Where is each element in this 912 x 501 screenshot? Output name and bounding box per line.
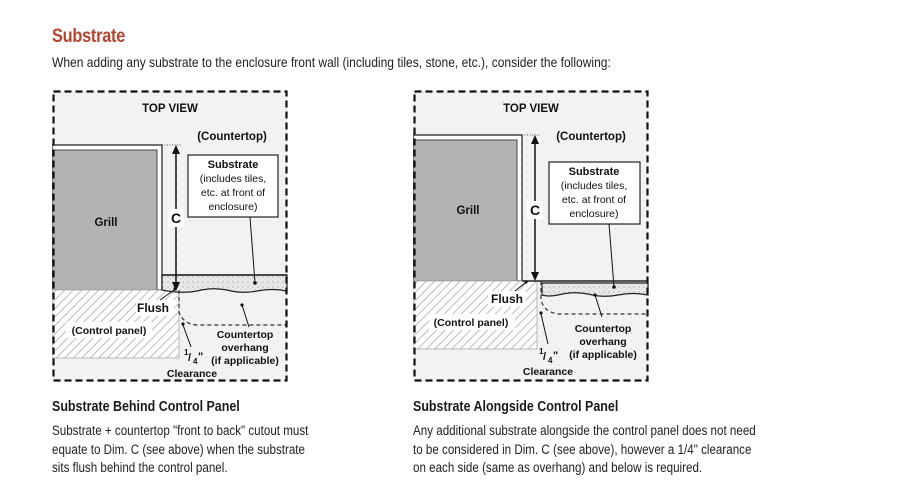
- countertop-label: (Countertop): [556, 131, 626, 143]
- clearance-fraction-numerator: 1: [184, 348, 189, 357]
- grill-label: Grill: [456, 205, 479, 217]
- substrate-callout-line: enclosure): [208, 201, 257, 213]
- dimension-c-label: C: [530, 202, 540, 218]
- clearance-inch-mark: ": [553, 350, 558, 362]
- diagram-substrate-alongside: C TOP VIEW (Countertop) Grill Substrate …: [413, 90, 651, 384]
- overhang-label-line: (if applicable): [211, 355, 279, 367]
- substrate-callout-line: enclosure): [569, 208, 618, 220]
- grill-label: Grill: [94, 217, 117, 229]
- control-panel-label: (Control panel): [72, 325, 147, 337]
- grill-body: [413, 139, 518, 282]
- clearance-fraction-denominator: 4: [548, 356, 553, 365]
- overhang-label-line: Countertop: [217, 329, 274, 341]
- overhang-label-line: Countertop: [575, 323, 632, 335]
- substrate-strip: [541, 282, 649, 297]
- diagram-border: [52, 90, 288, 382]
- caption-line: Any additional substrate alongside the c…: [413, 423, 756, 438]
- caption-body-alongside: Any additional substrate alongside the c…: [413, 422, 756, 478]
- svg-text:/: /: [188, 352, 191, 364]
- substrate-callout-box: [187, 154, 279, 218]
- caption-line: on each side (same as overhang) and belo…: [413, 460, 703, 475]
- overhang-label-line: overhang: [221, 342, 268, 354]
- caption-title-behind: Substrate Behind Control Panel: [52, 399, 240, 415]
- clearance-label: Clearance: [523, 366, 573, 378]
- substrate-callout-line: (includes tiles,: [200, 173, 267, 185]
- clearance-fraction-denominator: 4: [193, 357, 198, 366]
- substrate-callout-title: Substrate: [569, 166, 620, 178]
- diagram-substrate-behind: C TOP VIEW (Countertop) Grill Substrate …: [52, 90, 290, 384]
- control-panel-label: (Control panel): [434, 317, 509, 329]
- overhang-label-line: overhang: [579, 336, 626, 348]
- dimension-c-label: C: [171, 210, 181, 226]
- top-view-label: TOP VIEW: [142, 103, 198, 115]
- section-title: Substrate: [52, 26, 126, 47]
- substrate-callout-title: Substrate: [208, 159, 259, 171]
- flush-label: Flush: [137, 301, 169, 315]
- grill-body: [52, 149, 158, 291]
- substrate-strip: [161, 274, 288, 293]
- caption-title-alongside: Substrate Alongside Control Panel: [413, 399, 619, 415]
- countertop-label: (Countertop): [197, 131, 267, 143]
- substrate-callout-line: etc. at front of: [562, 194, 626, 206]
- clearance-inch-mark: ": [198, 351, 203, 363]
- section-intro: When adding any substrate to the enclosu…: [52, 54, 611, 70]
- substrate-callout-line: etc. at front of: [201, 187, 265, 199]
- caption-line: to be considered in Dim. C (see above), …: [413, 441, 752, 457]
- clearance-label: Clearance: [167, 368, 217, 380]
- svg-text:/: /: [543, 351, 546, 363]
- diagram-border: [413, 90, 649, 382]
- overhang-label-line: (if applicable): [569, 349, 637, 361]
- substrate-callout-line: (includes tiles,: [561, 180, 628, 192]
- overhang-outline: [540, 281, 648, 315]
- caption-line: equate to Dim. C (see above) when the su…: [52, 441, 305, 457]
- caption-body-behind: Substrate + countertop "front to back" c…: [52, 422, 308, 478]
- top-view-label: TOP VIEW: [503, 103, 559, 115]
- caption-line: sits flush behind the control panel.: [52, 460, 228, 475]
- overhang-outline: [178, 290, 287, 326]
- flush-label: Flush: [491, 292, 523, 306]
- caption-line: Substrate + countertop "front to back" c…: [52, 423, 309, 438]
- clearance-fraction-numerator: 1: [539, 347, 544, 356]
- substrate-callout-box: [548, 161, 641, 225]
